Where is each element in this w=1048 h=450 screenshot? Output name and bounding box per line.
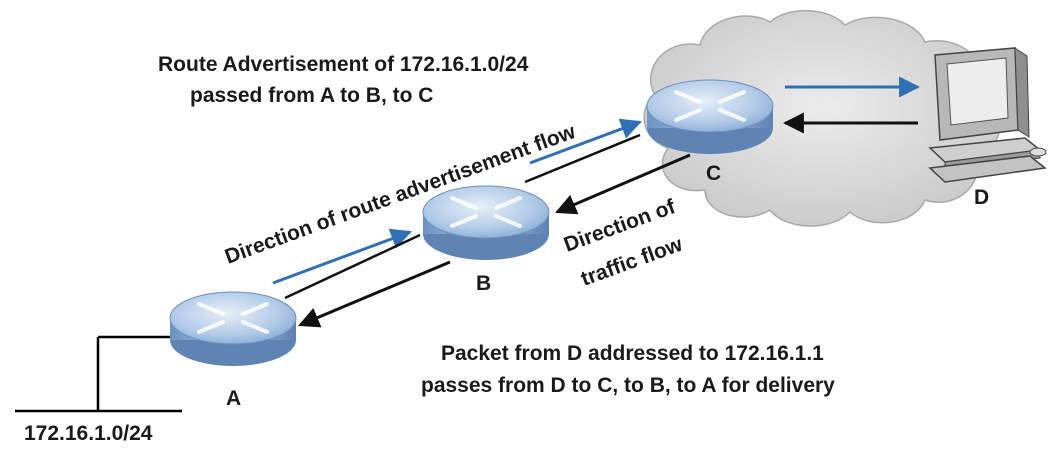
packet-description-line2: passes from D to C, to B, to A for deliv… <box>421 374 835 397</box>
node-label-b: B <box>476 272 491 295</box>
subnet-line <box>15 335 182 413</box>
traffic-arrow-c-to-b-lower <box>555 153 691 215</box>
node-label-c: C <box>706 162 721 185</box>
packet-description-line1: Packet from D addressed to 172.16.1.1 <box>441 342 824 365</box>
advertisement-arrows <box>272 76 921 285</box>
traffic-arrow-b-to-a-lower <box>298 260 451 328</box>
router-a <box>169 291 297 366</box>
node-label-d: D <box>974 186 989 209</box>
traffic-arrows <box>284 112 918 328</box>
route-advertisement-title-line1: Route Advertisement of 172.16.1.0/24 <box>158 53 529 76</box>
node-label-a: A <box>226 387 241 410</box>
traffic-arrow-c-to-b <box>524 133 641 184</box>
router-b <box>422 185 550 260</box>
adv-arrow-b-to-c <box>529 118 642 165</box>
traffic-arrow-b-to-a <box>284 233 421 300</box>
adv-arrow-a-to-b <box>272 228 412 285</box>
router-c <box>646 79 774 154</box>
computer-d <box>928 47 1047 183</box>
subnet-label: 172.16.1.0/24 <box>24 422 153 445</box>
router-arrows-icon <box>674 90 746 122</box>
router-arrows-icon <box>197 302 269 334</box>
route-advertisement-title-line2: passed from A to B, to C <box>190 84 433 107</box>
router-arrows-icon <box>450 196 522 228</box>
